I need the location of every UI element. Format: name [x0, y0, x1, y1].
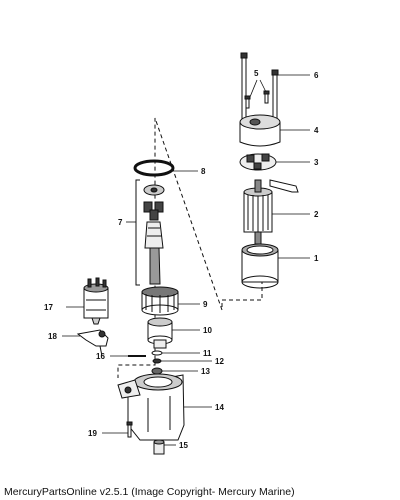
- callout-5: 5: [254, 69, 259, 78]
- callout-14: 14: [215, 403, 224, 412]
- callout-16: 16: [96, 352, 105, 361]
- callout-8: 8: [201, 167, 206, 176]
- part-11-washer: [151, 350, 163, 356]
- parts-diagram: 1 2 3 4 5 6 7 8 9 10 11 12 13 14 15 16 1…: [44, 52, 319, 455]
- callout-2: 2: [314, 210, 319, 219]
- assembly-dashed-lines: [117, 117, 263, 378]
- part-18-shift-lever: [76, 329, 109, 357]
- callout-11: 11: [203, 349, 212, 358]
- callout-9: 9: [203, 300, 208, 309]
- callout-3: 3: [314, 158, 319, 167]
- callout-13: 13: [201, 367, 210, 376]
- part-8-o-ring: [133, 159, 175, 177]
- part-2-armature: [243, 179, 273, 245]
- callout-10: 10: [203, 326, 212, 335]
- part-1-field-frame: [241, 243, 279, 289]
- image-caption: MercuryPartsOnline v2.5.1 (Image Copyrig…: [4, 486, 295, 498]
- part-14-drive-end-housing: [117, 373, 185, 441]
- callout-15: 15: [179, 441, 188, 450]
- part-10-pinion: [147, 317, 173, 349]
- callout-labels: 1 2 3 4 5 6 7 8 9 10 11 12 13 14 15 16 1…: [44, 69, 319, 450]
- part-5-screws: [244, 90, 270, 109]
- part-19-screw: [126, 421, 133, 438]
- part-15-bushing: [153, 439, 165, 455]
- part-12-clip: [152, 358, 162, 364]
- part-9-drive-housing: [141, 286, 179, 316]
- callout-12: 12: [215, 357, 224, 366]
- callout-1: 1: [314, 254, 319, 263]
- callout-7: 7: [118, 218, 123, 227]
- callout-17: 17: [44, 303, 53, 312]
- leader-lines: [62, 74, 310, 446]
- part-4-end-cap: [239, 114, 281, 147]
- part-3-brush-plate: [239, 153, 299, 193]
- callout-19: 19: [88, 429, 97, 438]
- part-7-drive-kit: [135, 179, 165, 286]
- callout-18: 18: [48, 332, 57, 341]
- callout-6: 6: [314, 71, 319, 80]
- part-17-solenoid: [83, 277, 109, 325]
- callout-4: 4: [314, 126, 319, 135]
- part-13-collar: [151, 367, 163, 375]
